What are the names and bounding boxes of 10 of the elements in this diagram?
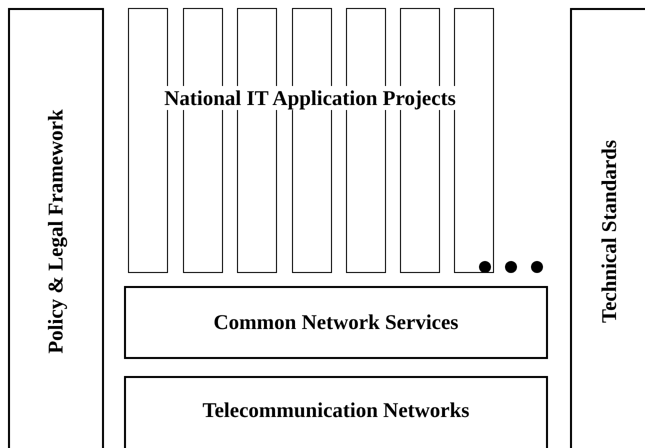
vertical-label-box bbox=[570, 8, 645, 448]
box-label: Common Network Services bbox=[214, 310, 458, 335]
layer-box bbox=[124, 286, 548, 359]
box-label: Policy & Legal Framework bbox=[44, 108, 68, 354]
application-column bbox=[454, 8, 494, 273]
vertical-label-box bbox=[8, 8, 104, 448]
box-label: Technical Standards bbox=[598, 139, 622, 323]
section-title: National IT Application Projects bbox=[163, 86, 457, 110]
box-label: Telecommunication Networks bbox=[202, 398, 470, 422]
layer-box bbox=[124, 376, 548, 448]
